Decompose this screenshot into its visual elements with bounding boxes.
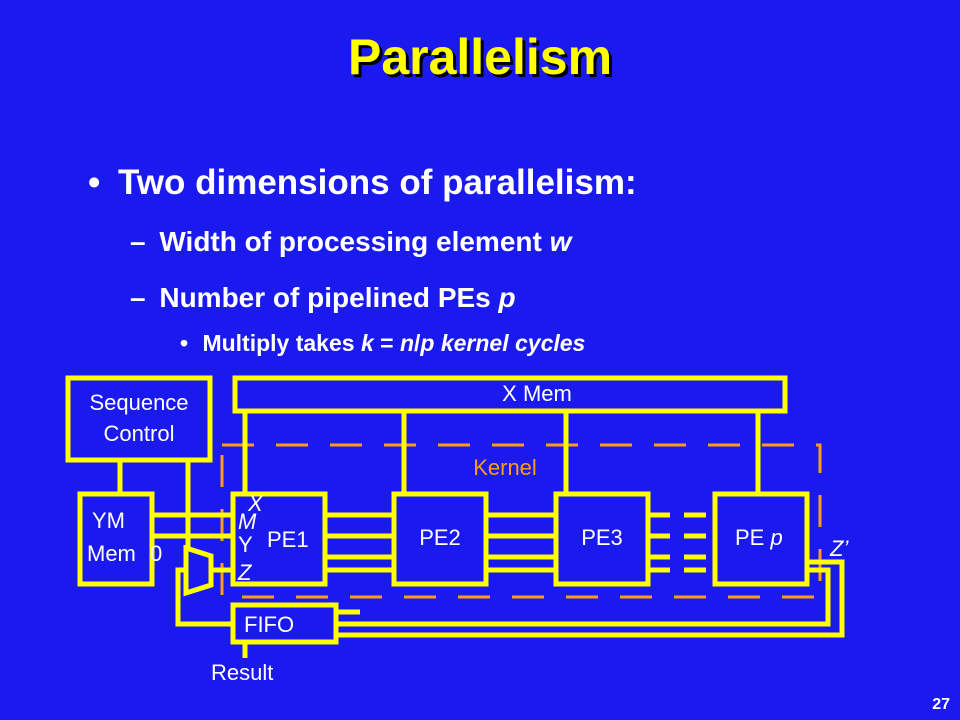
pe1-box xyxy=(230,491,328,587)
slide-title: Parallelism xyxy=(347,29,613,85)
pe2-box xyxy=(391,491,489,587)
pe-p-label: PE p xyxy=(735,525,783,550)
sequence-control-label-1: Sequence xyxy=(89,390,188,415)
var-p: p xyxy=(498,282,516,313)
mux-shape xyxy=(183,544,214,597)
pe1-label: PE1 xyxy=(267,527,309,552)
kernel-boundary xyxy=(220,443,822,599)
pe3-box xyxy=(553,491,651,587)
ym-mem-label-1: YM xyxy=(92,508,125,533)
bullet-pipelined-text: Number of pipelined PEs xyxy=(159,282,499,313)
pe3-label: PE3 xyxy=(581,525,623,550)
fifo-to-mux-wire xyxy=(175,567,233,627)
fifo-label: FIFO xyxy=(244,612,294,637)
ym-mem-box xyxy=(77,491,155,587)
var-w: w xyxy=(549,226,572,257)
bus-pe3-pep-dotted xyxy=(648,512,715,573)
sequence-control-box xyxy=(65,375,213,463)
multiply-post: p kernel cycles xyxy=(420,330,586,356)
signal-z-label: Z xyxy=(237,560,253,585)
z-prime-outer-loop xyxy=(336,559,845,638)
result-label: Result xyxy=(211,660,273,685)
page-number: 27 xyxy=(932,696,950,713)
x-mem-box xyxy=(232,375,788,414)
z-prime-label: Z’ xyxy=(829,536,849,561)
var-k: k xyxy=(360,330,374,356)
dash-icon: – xyxy=(130,282,146,313)
bullet-level1-text: Two dimensions of parallelism: xyxy=(118,163,637,202)
pe-p-box xyxy=(712,491,810,587)
ym-mem-label-2: Mem xyxy=(87,541,136,566)
dash-icon: – xyxy=(130,226,146,257)
multiply-eq: = xyxy=(373,330,400,356)
signal-y-label: Y xyxy=(238,532,253,557)
bullet-dot-icon: • xyxy=(180,330,189,356)
signal-m-label: M xyxy=(238,509,257,534)
bullet-pipelined: – Number of pipelined PEs p xyxy=(130,282,516,314)
pe-p-var: p xyxy=(769,525,782,550)
bullet-width-text: Width of processing element xyxy=(159,226,550,257)
signal-x-label: X xyxy=(247,491,264,516)
multiply-slash: / xyxy=(414,330,421,356)
z-prime-inner-loop xyxy=(336,567,831,627)
bullet-multiply: • Multiply takes k = n/p kernel cycles xyxy=(180,330,585,357)
multiply-pre: Multiply takes xyxy=(202,330,361,356)
pe-p-text: PE xyxy=(735,525,770,550)
sequence-control-label-2: Control xyxy=(104,421,175,446)
pe2-label: PE2 xyxy=(419,525,461,550)
kernel-label: Kernel xyxy=(473,455,537,480)
bullet-width: – Width of processing element w xyxy=(130,226,571,258)
bullet-dot-icon: • xyxy=(88,163,101,202)
x-mem-label: X Mem xyxy=(502,381,572,406)
var-n: n xyxy=(399,330,415,356)
mux-zero-label: 0 xyxy=(150,541,162,566)
